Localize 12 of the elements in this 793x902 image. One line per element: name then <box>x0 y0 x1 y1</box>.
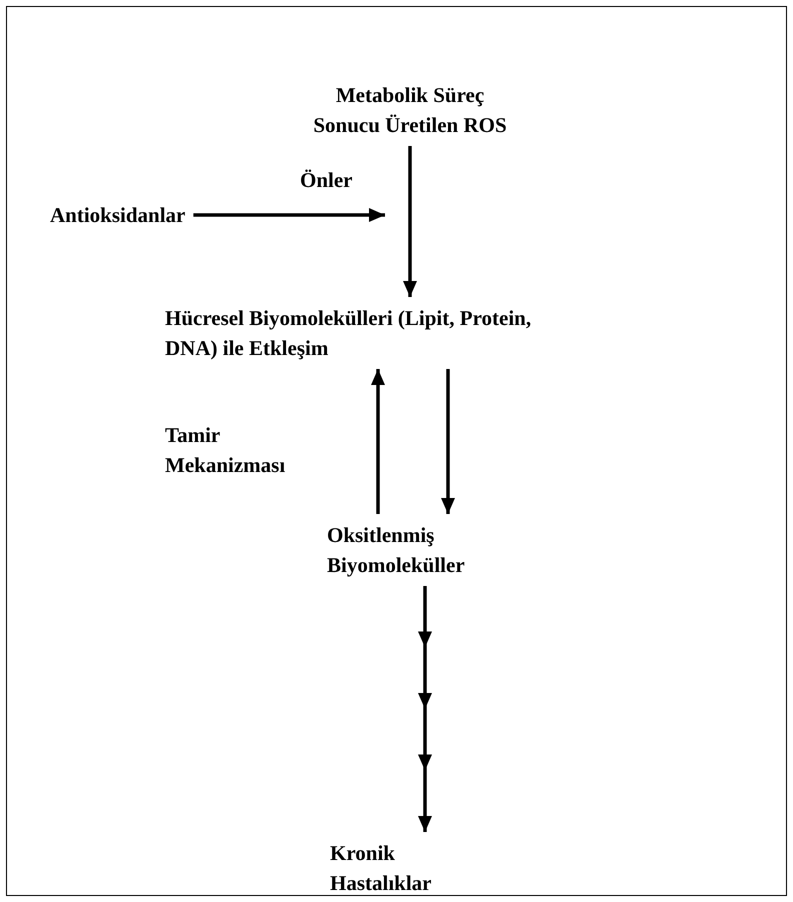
arrow <box>193 208 385 222</box>
node-text: Antioksidanlar <box>50 200 186 230</box>
node-text: Metabolik Süreç Sonucu Üretilen ROS <box>300 80 520 140</box>
arrow <box>441 369 455 514</box>
node-text: Oksitlenmiş Biyomoleküller <box>327 520 527 580</box>
node-text: Kronik Hastalıklar <box>330 838 480 898</box>
edge-label: Önler <box>300 167 352 194</box>
arrow <box>418 584 432 834</box>
arrow <box>371 369 385 514</box>
node-text: Hücresel Biyomolekülleri (Lipit, Protein, DNA) ile Etkleşim <box>165 303 585 363</box>
edge-label: Tamir Mekanizması <box>165 422 285 479</box>
arrow <box>403 146 417 297</box>
